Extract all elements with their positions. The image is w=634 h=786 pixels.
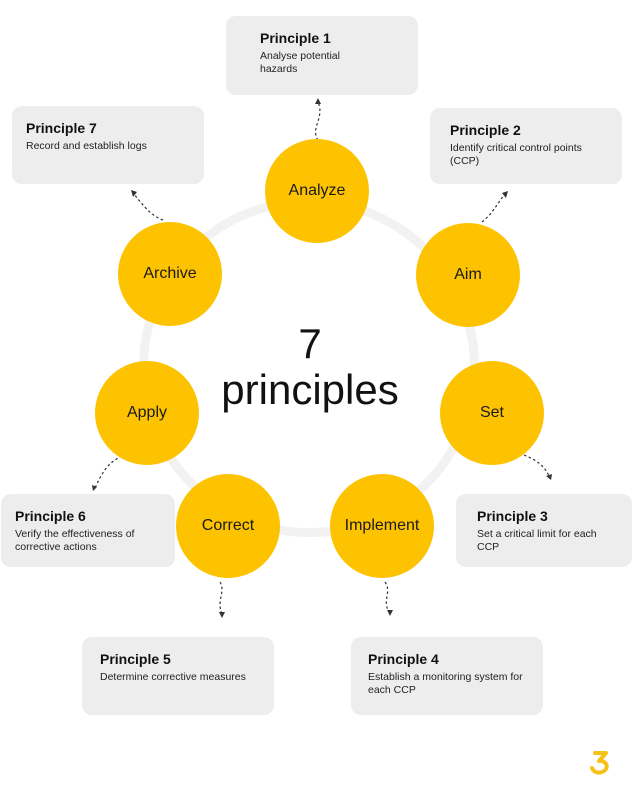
connector-6: [94, 455, 123, 489]
connector-1: [315, 101, 321, 141]
connector-4: [384, 581, 390, 613]
circle-archive: Archive: [118, 222, 222, 326]
principle-7-title: Principle 7: [26, 120, 97, 136]
principle-2-card: Principle 2 Identify critical control po…: [430, 108, 622, 184]
principle-3-desc: Set a critical limit for each CCP: [477, 528, 597, 553]
principle-5-title: Principle 5: [100, 651, 171, 667]
principle-1-title: Principle 1: [260, 30, 331, 46]
arrowhead-7: [131, 190, 137, 197]
center-title: principles: [221, 366, 399, 413]
principle-6-desc: Verify the effectiveness of corrective a…: [15, 528, 135, 553]
principle-1-desc: Analyse potential hazards: [260, 50, 340, 75]
connector-3: [523, 454, 550, 477]
principle-5-desc: Determine corrective measures: [100, 671, 246, 683]
center-number: 7: [298, 320, 322, 367]
arrowhead-3: [546, 474, 552, 480]
principle-3-card: Principle 3 Set a critical limit for eac…: [456, 494, 632, 567]
connector-7: [133, 193, 164, 221]
principle-4-title: Principle 4: [368, 651, 439, 667]
circle-aim: Aim: [416, 223, 520, 327]
arrowhead-4: [387, 610, 393, 616]
arrowhead-2: [502, 191, 508, 198]
principle-7-desc: Record and establish logs: [26, 140, 147, 152]
circle-correct: Correct: [176, 474, 280, 578]
principle-6-card: Principle 6 Verify the effectiveness of …: [1, 494, 175, 567]
principle-6-title: Principle 6: [15, 508, 86, 524]
principle-1-card: Principle 1 Analyse potential hazards: [226, 16, 418, 95]
circle-set: Set: [440, 361, 544, 465]
brand-logo-icon: [590, 751, 609, 775]
arrowhead-5: [219, 612, 225, 618]
connector-5: [219, 581, 223, 615]
connector-2: [481, 193, 506, 223]
principle-2-desc: Identify critical control points (CCP): [450, 142, 582, 167]
arrowhead-6: [92, 485, 97, 491]
principle-7-card: Principle 7 Record and establish logs: [12, 106, 204, 184]
principle-5-card: Principle 5 Determine corrective measure…: [82, 637, 274, 715]
circle-apply: Apply: [95, 361, 199, 465]
circle-implement: Implement: [330, 474, 434, 578]
principle-4-card: Principle 4 Establish a monitoring syste…: [351, 637, 543, 715]
principle-3-title: Principle 3: [477, 508, 548, 524]
principle-4-desc: Establish a monitoring system for each C…: [368, 671, 523, 696]
principle-2-title: Principle 2: [450, 122, 521, 138]
arrowhead-1: [315, 98, 321, 104]
circle-analyze: Analyze: [265, 139, 369, 243]
